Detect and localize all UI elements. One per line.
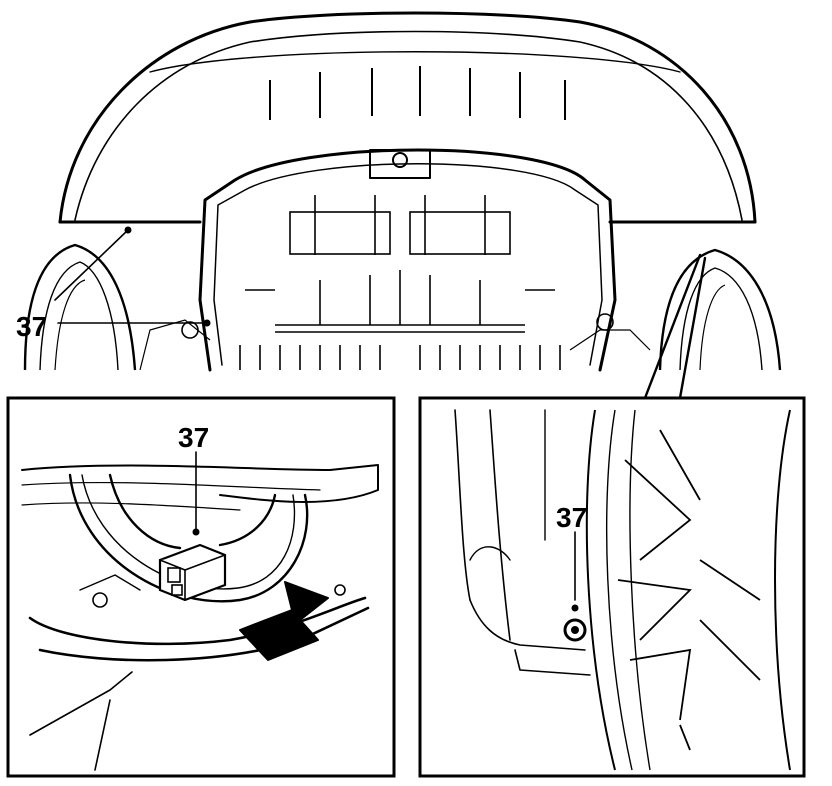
wheel-spokes — [617, 429, 761, 751]
callout-label: 37 — [556, 502, 587, 533]
underbody-structure — [239, 195, 561, 370]
tyre — [585, 409, 791, 771]
callout-label: 37 — [178, 422, 209, 453]
inset-right-frame — [418, 396, 806, 778]
inset-right: 37 — [418, 396, 806, 778]
left-wheel — [23, 243, 211, 371]
connector-block — [158, 543, 227, 602]
inset-left: 37 — [6, 396, 396, 778]
bumper-ribs — [269, 66, 566, 120]
bumper-outline — [58, 11, 757, 224]
callout-label: 37 — [16, 311, 47, 342]
main-view: 37 — [16, 11, 782, 400]
right-wheel — [569, 248, 782, 371]
direction-arrow — [239, 581, 329, 661]
